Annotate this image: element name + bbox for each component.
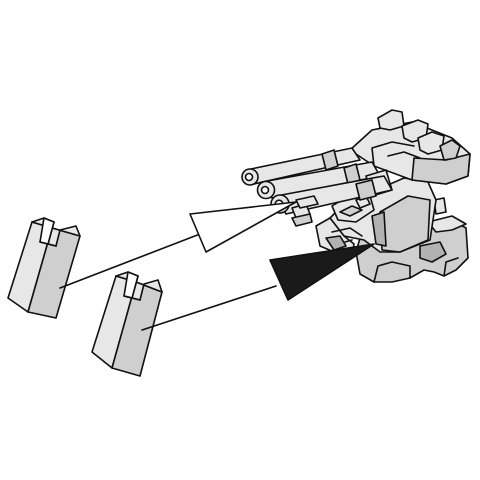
notched-block-b bbox=[91, 271, 163, 377]
arrow-solid bbox=[141, 243, 375, 331]
notched-block-a bbox=[7, 217, 81, 319]
turret-rear-cabin bbox=[349, 109, 471, 185]
arrow-open bbox=[59, 201, 297, 289]
gun-barrel-rear bbox=[241, 147, 361, 186]
turret-barrel-mount bbox=[291, 195, 319, 227]
gun-turret bbox=[241, 109, 471, 283]
